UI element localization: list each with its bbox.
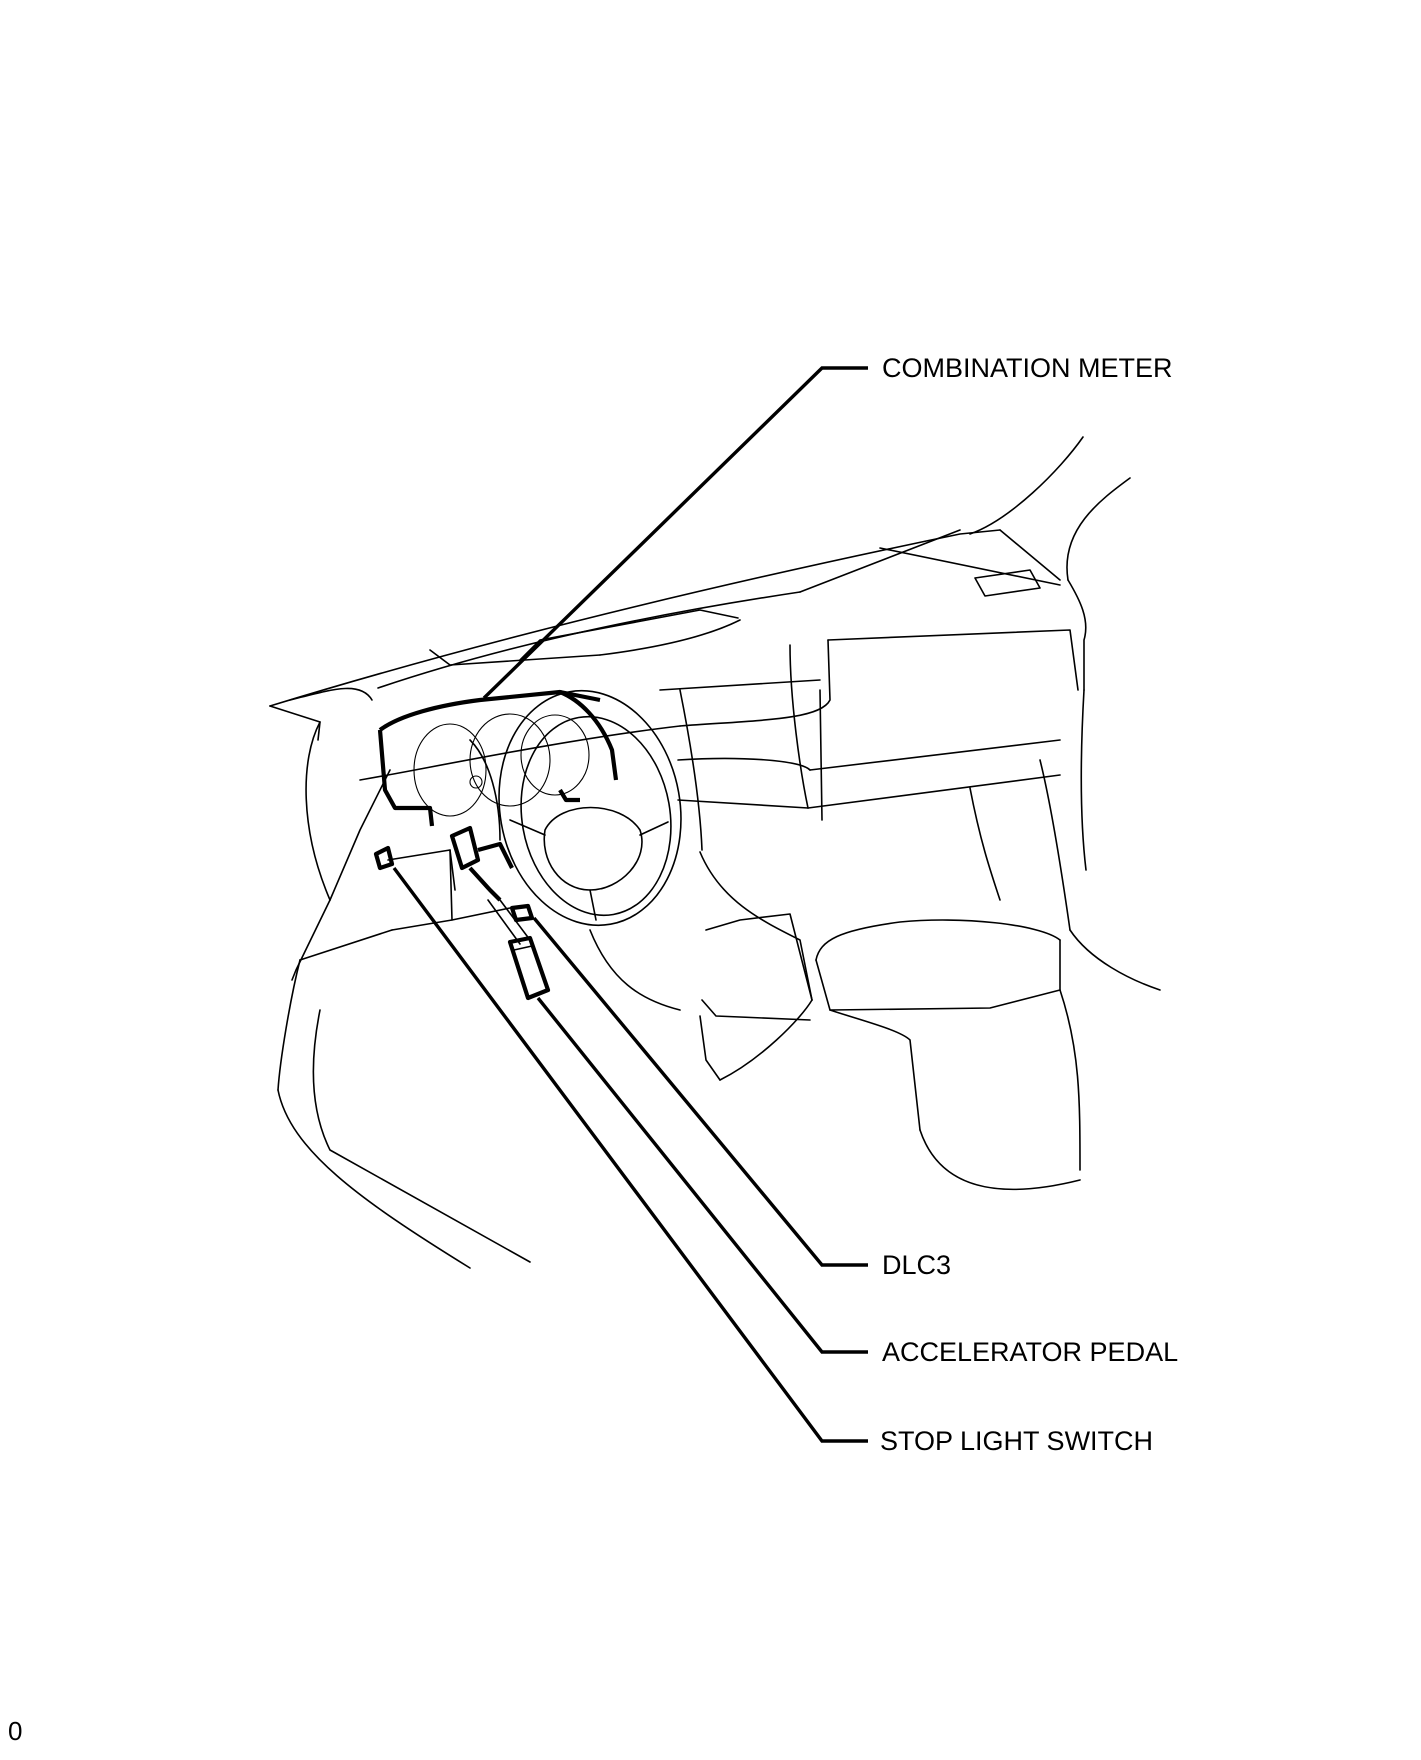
leader-stop-light-switch bbox=[392, 866, 868, 1443]
pedal-assembly bbox=[373, 825, 551, 1001]
lower-dash bbox=[277, 849, 531, 1269]
combination-meter-part bbox=[377, 689, 619, 827]
leader-combination-meter bbox=[482, 366, 868, 700]
page-marker: 0 bbox=[8, 1716, 23, 1746]
steering-wheel bbox=[469, 689, 682, 927]
leader-dlc3 bbox=[532, 916, 868, 1267]
label-accelerator-pedal: ACCELERATOR PEDAL bbox=[882, 1337, 1179, 1367]
instrument-panel bbox=[291, 629, 1161, 991]
dashboard-outline bbox=[269, 436, 1131, 741]
label-stop-light-switch: STOP LIGHT SWITCH bbox=[880, 1426, 1154, 1456]
leader-accelerator-pedal bbox=[536, 996, 868, 1354]
label-dlc3: DLC3 bbox=[882, 1250, 952, 1280]
center-console bbox=[589, 851, 1081, 1191]
leader-lines bbox=[392, 366, 868, 1443]
label-combination-meter: COMBINATION METER bbox=[882, 353, 1173, 383]
